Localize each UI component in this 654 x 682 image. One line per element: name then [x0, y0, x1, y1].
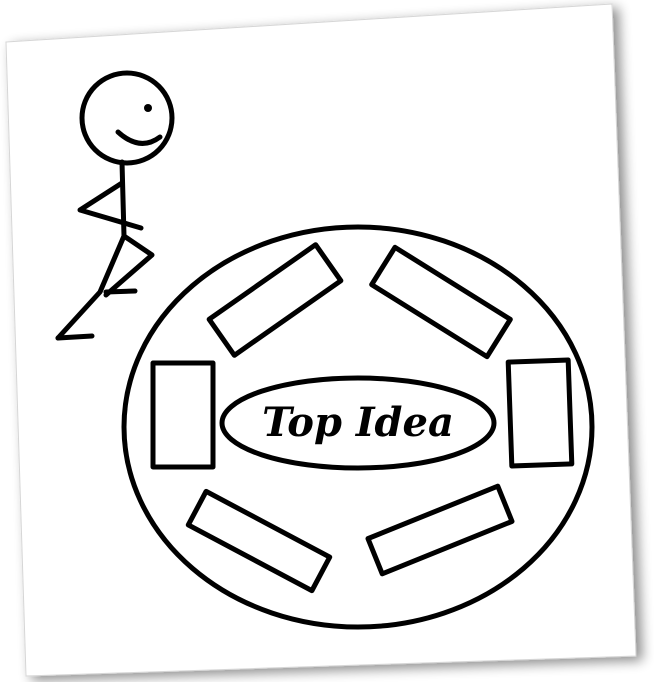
stick-figure-foot-back	[58, 336, 92, 338]
stick-figure-eye	[144, 104, 152, 112]
stick-figure-foot-front	[106, 291, 135, 292]
center-label: Top Idea	[262, 399, 454, 446]
